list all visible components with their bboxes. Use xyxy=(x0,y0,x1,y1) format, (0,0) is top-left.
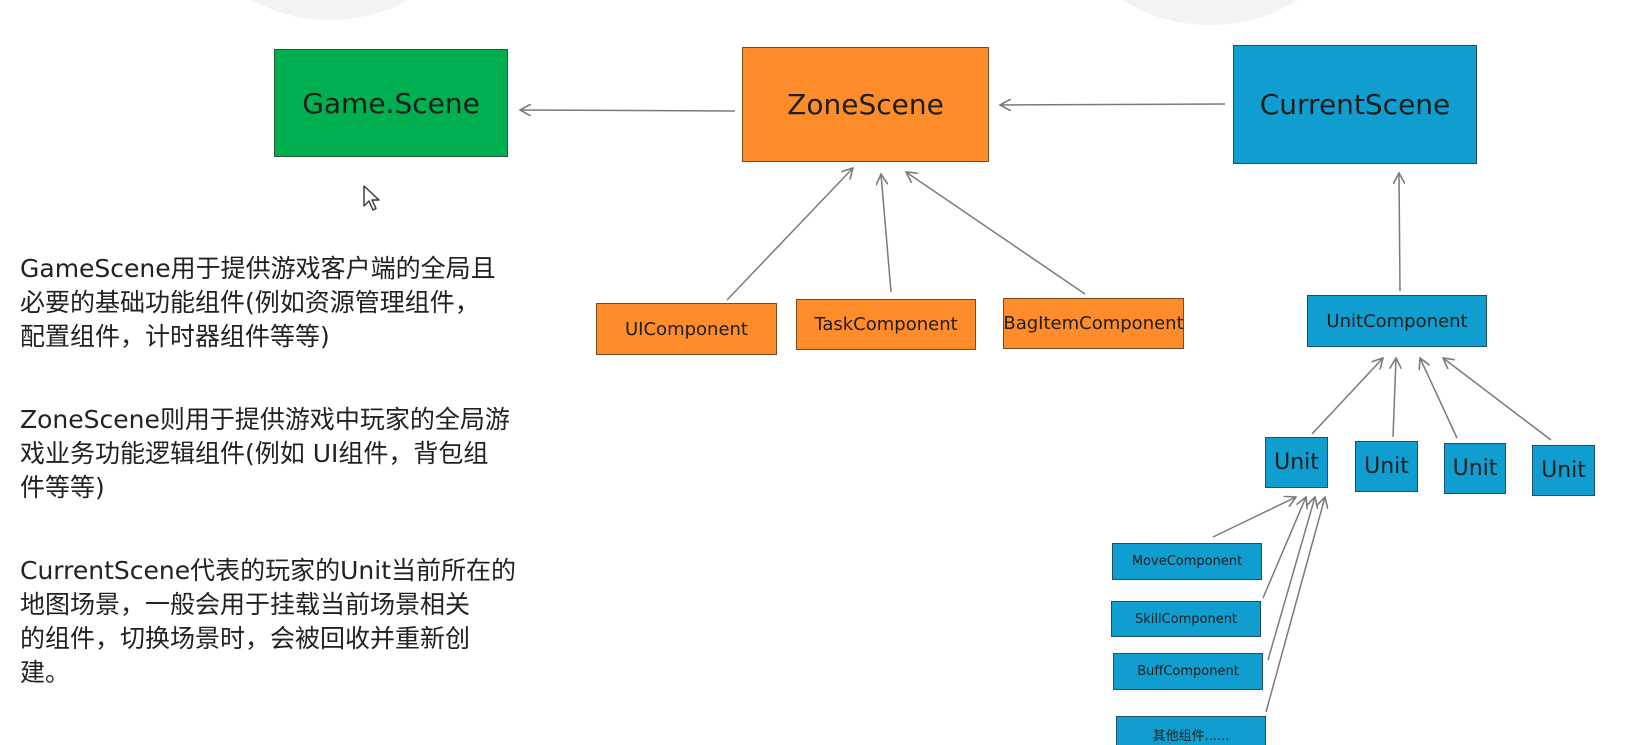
arrow-other-to-unit xyxy=(1265,497,1325,713)
arrow-unit1-to-unitcomp xyxy=(1311,358,1383,435)
task-component-node: TaskComponent xyxy=(796,299,976,350)
unit-label: Unit xyxy=(1364,454,1409,479)
mouse-pointer-icon xyxy=(363,185,380,211)
zone-scene-label: ZoneScene xyxy=(787,88,944,121)
description-line: CurrentScene代表的玩家的Unit当前所在的 xyxy=(20,556,517,585)
decorative-circle-left xyxy=(200,0,460,20)
unit-component-node: UnitComponent xyxy=(1307,295,1487,347)
current-scene-node: CurrentScene xyxy=(1233,45,1477,164)
arrow-task-to-zone xyxy=(881,174,892,293)
arrow-unitcomp-to-current xyxy=(1399,173,1400,292)
arrow-buff-to-unit xyxy=(1267,497,1315,661)
other-components-node: 其他组件...... xyxy=(1116,716,1266,745)
arrow-current-to-zone xyxy=(1000,104,1226,105)
ui-component-node: UIComponent xyxy=(596,303,777,355)
unit-node: Unit xyxy=(1444,443,1506,494)
arrow-ui-to-zone xyxy=(726,168,853,301)
arrow-zone-to-game xyxy=(520,110,736,111)
description-line: 戏业务功能逻辑组件(例如 UI组件，背包组 xyxy=(20,439,489,468)
current-scene-label: CurrentScene xyxy=(1259,88,1451,121)
description-line: ZoneScene则用于提供游戏中玩家的全局游 xyxy=(20,405,510,434)
arrow-bag-to-zone xyxy=(906,172,1086,295)
buff-component-node: BuffComponent xyxy=(1113,653,1263,690)
description-line: 件等等) xyxy=(20,473,105,502)
unit-component-label: UnitComponent xyxy=(1326,310,1468,332)
task-component-label: TaskComponent xyxy=(814,314,958,335)
description-line: 建。 xyxy=(20,658,71,687)
unit-node: Unit xyxy=(1355,441,1418,492)
zone-scene-node: ZoneScene xyxy=(742,47,989,162)
description-line: 配置组件，计时器组件等等) xyxy=(20,322,330,351)
arrow-unit2-to-unitcomp xyxy=(1393,358,1396,438)
game-scene-node: Game.Scene xyxy=(274,49,508,157)
description-line: 的组件，切换场景时，会被回收并重新创 xyxy=(20,624,471,653)
unit-label: Unit xyxy=(1452,456,1498,481)
description-line: 地图场景，一般会用于挂载当前场景相关 xyxy=(20,590,471,619)
other-components-label: 其他组件...... xyxy=(1152,728,1230,744)
zone-scene-description: ZoneScene则用于提供游戏中玩家的全局游 戏业务功能逻辑组件(例如 UI组… xyxy=(20,403,510,505)
skill-component-node: SkillComponent xyxy=(1111,601,1261,637)
bag-item-component-label: BagItemComponent xyxy=(1003,313,1184,334)
description-line: 必要的基础功能组件(例如资源管理组件， xyxy=(20,288,480,317)
ui-component-label: UIComponent xyxy=(625,318,748,340)
unit-label: Unit xyxy=(1541,458,1586,483)
move-component-label: MoveComponent xyxy=(1131,554,1243,569)
arrow-unit3-to-unitcomp xyxy=(1420,358,1458,439)
move-component-node: MoveComponent xyxy=(1112,543,1262,580)
description-line: GameScene用于提供游戏客户端的全局且 xyxy=(20,254,496,283)
decorative-circle-right xyxy=(1080,0,1340,25)
arrow-skill-to-unit xyxy=(1262,497,1306,599)
game-scene-description: GameScene用于提供游戏客户端的全局且 必要的基础功能组件(例如资源管理组… xyxy=(20,252,496,354)
bag-item-component-node: BagItemComponent xyxy=(1003,298,1184,349)
arrow-unit4-to-unitcomp xyxy=(1443,358,1552,441)
unit-label: Unit xyxy=(1274,450,1319,475)
game-scene-label: Game.Scene xyxy=(302,86,480,120)
current-scene-description: CurrentScene代表的玩家的Unit当前所在的 地图场景，一般会用于挂载… xyxy=(20,554,516,690)
unit-node: Unit xyxy=(1532,445,1595,496)
arrow-move-to-unit xyxy=(1212,497,1296,538)
unit-node: Unit xyxy=(1265,437,1328,488)
skill-component-label: SkillComponent xyxy=(1134,611,1238,627)
buff-component-label: BuffComponent xyxy=(1137,664,1239,679)
